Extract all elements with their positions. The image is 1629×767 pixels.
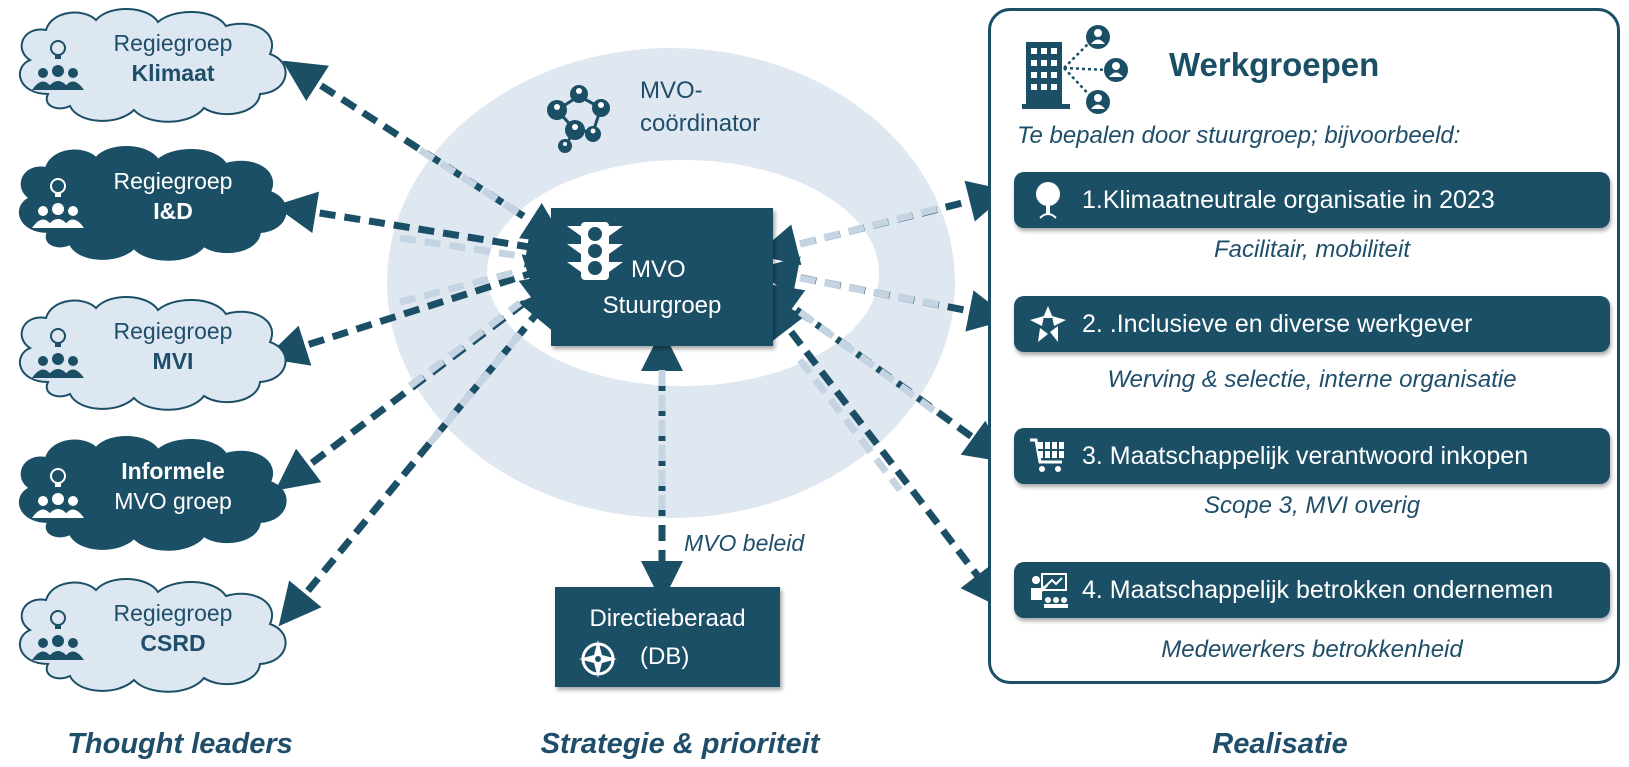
werkgroep-4: 4. Maatschappelijk betrokken ondernemen [1014,562,1610,618]
team-idea-icon [30,326,86,387]
werkgroep-label: 1.Klimaatneutrale organisatie in 2023 [1082,186,1495,214]
cloud-line1: Regiegroep [113,168,233,194]
team-idea-icon [30,608,86,669]
directie-line1: Directieberaad [589,605,746,632]
cloud-line2: CSRD [140,630,206,656]
werkgroep-3-sub: Scope 3, MVI overig [1203,492,1421,519]
arrow-mvi [264,254,569,366]
coordinator-label: MVO- coördinator [640,74,760,140]
cloud-line1: Regiegroep [113,600,233,626]
werkgroep-4-sub: Medewerkers betrokkenheid [1161,636,1463,663]
werkgroepen-subtitle: Te bepalen door stuurgroep; bijvoorbeeld… [1017,122,1461,149]
team-idea-icon [30,466,86,527]
werkgroep-label: 4. Maatschappelijk betrokken ondernemen [1082,576,1554,604]
werkgroep-1-sub: Facilitair, mobiliteit [1213,236,1411,263]
cloud-line1: Informele [121,458,225,484]
diverse-hands-icon [1028,304,1068,364]
coordinator-line1: MVO- [640,77,703,104]
label-strategie: Strategie & prioriteit [540,728,820,760]
werkgroep-3: 3. Maatschappelijk verantwoord inkopen [1014,428,1610,484]
label-realisatie: Realisatie [1212,728,1348,760]
werkgroep-1: 1.Klimaatneutrale organisatie in 2023 [1014,172,1610,228]
shopping-cart-icon [1028,436,1068,496]
presenter-icon [1028,570,1068,630]
coordinator-line2: coördinator [640,110,761,137]
cloud-line2: Klimaat [131,60,215,86]
building-network-icon [1022,24,1134,119]
coordinator-icon [543,80,615,156]
traffic-light-icon [565,220,625,287]
stuurgroep-line1: MVO [631,256,686,283]
werkgroep-label: 3. Maatschappelijk verantwoord inkopen [1082,442,1529,470]
arrow-id [274,191,569,268]
werkgroepen-title: Werkgroepen [1169,46,1380,83]
cloud-line2: MVI [152,348,194,374]
stuurgroep-line2: Stuurgroep [602,292,722,319]
stuurgroep-box: MVO Stuurgroep [551,208,773,346]
werkgroep-2-sub: Werving & selectie, interne organisatie [1107,366,1517,393]
tree-icon [1028,180,1068,240]
compass-icon [578,639,618,684]
beleid-label: MVO beleid [684,530,805,556]
cloud-line2: I&D [153,198,193,224]
werkgroep-label: 2. .Inclusieve en diverse werkgever [1082,310,1473,338]
arrow-wg4 [763,295,1003,609]
label-thought-leaders: Thought leaders [67,728,293,760]
cloud-line1: Regiegroep [113,318,233,344]
team-idea-icon [30,38,86,99]
arrow-csrd [278,283,562,627]
cloud-line1: Regiegroep [113,30,233,56]
team-idea-icon [30,176,86,237]
werkgroep-2: 2. .Inclusieve en diverse werkgever [1014,296,1610,352]
directieberaad-box: Directieberaad (DB) [555,587,780,687]
cloud-line2: MVO groep [114,488,232,514]
directie-line2: (DB) [640,643,690,670]
